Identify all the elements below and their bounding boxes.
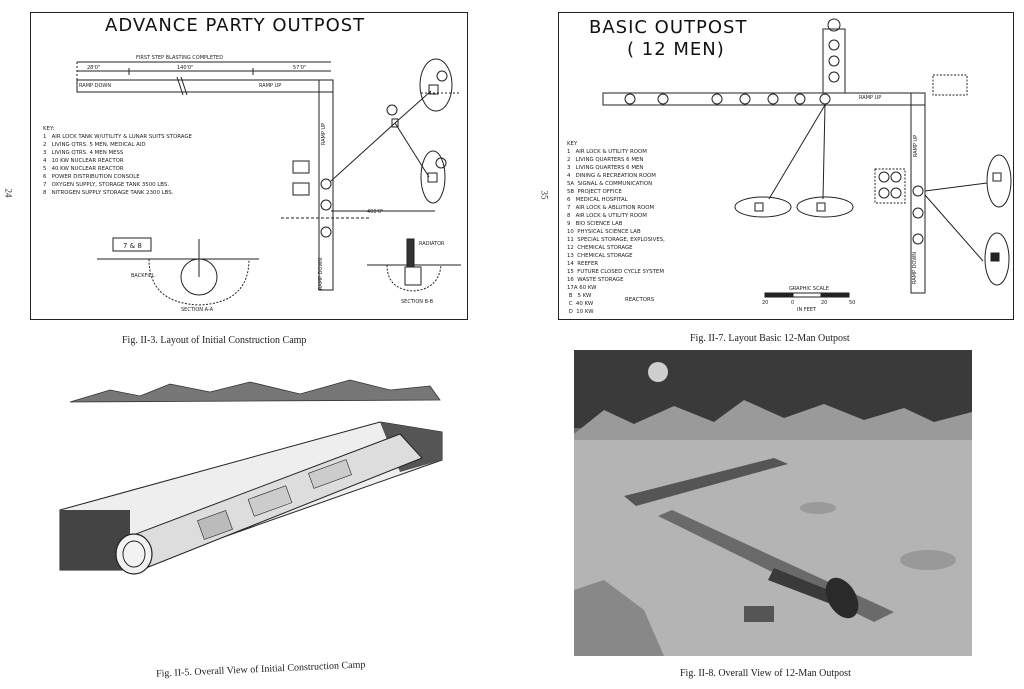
- key-item: 8 AIR LOCK & UTILITY ROOM: [567, 213, 647, 219]
- key-item: 6 POWER DISTRIBUTION CONSOLE: [43, 174, 140, 180]
- key-item: B 5 KW: [567, 293, 592, 299]
- box-7-8-label: 7 & 8: [123, 242, 142, 250]
- key-item: 1 AIR LOCK & UTILITY ROOM: [567, 149, 647, 155]
- key-item: 7 AIR LOCK & ABLUTION ROOM: [567, 205, 655, 211]
- key-item: 5A SIGNAL & COMMUNICATION: [567, 181, 653, 187]
- key-title: KEY:: [43, 126, 55, 132]
- key-item: 11 SPECIAL STORAGE, EXPLOSIVES,: [567, 237, 665, 243]
- key-item: 15 FUTURE CLOSED CYCLE SYSTEM: [567, 269, 664, 275]
- fig-ii-7-caption: Fig. II-7. Layout Basic 12-Man Outpost: [690, 333, 850, 344]
- fig-ii-7-title-line2: ( 12 MEN): [627, 39, 725, 60]
- fig-ii-3-linework: [76, 58, 461, 306]
- key-item: 4 10 KW NUCLEAR REACTOR: [43, 158, 124, 164]
- key-item: 14 REEFER: [567, 261, 599, 267]
- scale-tick: 20: [762, 300, 769, 306]
- reactors-label: REACTORS: [625, 297, 655, 303]
- key-item: C 40 KW: [567, 301, 594, 307]
- graphic-scale-label: GRAPHIC SCALE: [789, 286, 829, 292]
- key-item: 10 PHYSICAL SCIENCE LAB: [567, 229, 641, 235]
- page-number-left: 24: [3, 188, 14, 198]
- page-number-right: 35: [539, 190, 550, 200]
- fig-ii-7-diagram: BASIC OUTPOST ( 12 MEN) RAMP UP RAMP UP …: [558, 12, 1014, 320]
- key-item: 13 CHEMICAL STORAGE: [567, 253, 633, 259]
- ramp-up-label: RAMP UP: [859, 95, 882, 101]
- scale-tick: 0: [791, 300, 795, 306]
- fig-ii-8-caption: Fig. II-8. Overall View of 12-Man Outpos…: [680, 668, 851, 679]
- ramp-down-label: RAMP DOWN: [79, 83, 112, 89]
- key-item: D 10 KW: [567, 309, 594, 315]
- key-item: 6 MEDICAL HOSPITAL: [567, 197, 628, 203]
- key-item: 2 LIVING QTRS. 5 MEN, MEDICAL AID: [43, 142, 146, 148]
- fig-ii-5-caption: Fig. II-5. Overall View of Initial Const…: [155, 659, 366, 680]
- fig-ii-3-diagram: ADVANCE PARTY OUTPOST FIRST STEP BLASTIN…: [30, 12, 468, 320]
- dim-140: 140'0": [177, 65, 194, 71]
- radiator-label: RADIATOR: [419, 241, 445, 247]
- fig-ii-8-photo: [574, 350, 972, 656]
- key-item: 5 40 KW NUCLEAR REACTOR: [43, 166, 124, 172]
- section-b-label: SECTION B-B: [401, 299, 434, 305]
- key-item: 17A 60 KW: [567, 285, 597, 291]
- key-item: 3 LIVING QTRS. 4 MEN MESS: [43, 150, 124, 156]
- ramp-up-label: RAMP UP: [259, 83, 282, 89]
- key-item: 4 DINING & RECREATION ROOM: [567, 173, 656, 179]
- scale-unit: IN FEET: [797, 307, 817, 313]
- scale-tick: 20: [821, 300, 828, 306]
- key-item: 12 CHEMICAL STORAGE: [567, 245, 633, 251]
- key-item: 7 OXYGEN SUPPLY, STORAGE TANK 3500 LBS.: [43, 182, 170, 188]
- dim-57: 57'0": [293, 65, 307, 71]
- fig-ii-3-title: ADVANCE PARTY OUTPOST: [105, 15, 366, 36]
- fig-ii-7-title-line1: BASIC OUTPOST: [589, 17, 748, 38]
- key-item: 5B PROJECT OFFICE: [567, 189, 622, 195]
- fig-ii-7-linework: [602, 18, 1012, 298]
- key-title: KEY: [567, 141, 578, 147]
- key-item: 1 AIR LOCK TANK W/UTILITY & LUNAR SUITS …: [43, 134, 192, 140]
- fig-ii-3-caption: Fig. II-3. Layout of Initial Constructio…: [122, 335, 307, 346]
- key-item: 9 BIO SCIENCE LAB: [567, 221, 623, 227]
- key-item: 3 LIVING QUARTERS 6 MEN: [567, 165, 644, 171]
- key-item: 8 NITROGEN SUPPLY STORAGE TANK 2300 LBS.: [43, 190, 174, 196]
- backfill-label: BACKFILL: [131, 273, 155, 279]
- dim-400: 400'0": [367, 209, 384, 215]
- dim-28: 28'0": [87, 65, 101, 71]
- section-a-label: SECTION A-A: [181, 307, 214, 313]
- key-item: 16 WASTE STORAGE: [567, 277, 624, 283]
- key-item: 2 LIVING QUARTERS 6 MEN: [567, 157, 644, 163]
- blasting-label: FIRST STEP BLASTING COMPLETED: [136, 55, 224, 61]
- scale-tick: 50: [849, 300, 856, 306]
- fig-ii-5-illustration: [59, 379, 443, 575]
